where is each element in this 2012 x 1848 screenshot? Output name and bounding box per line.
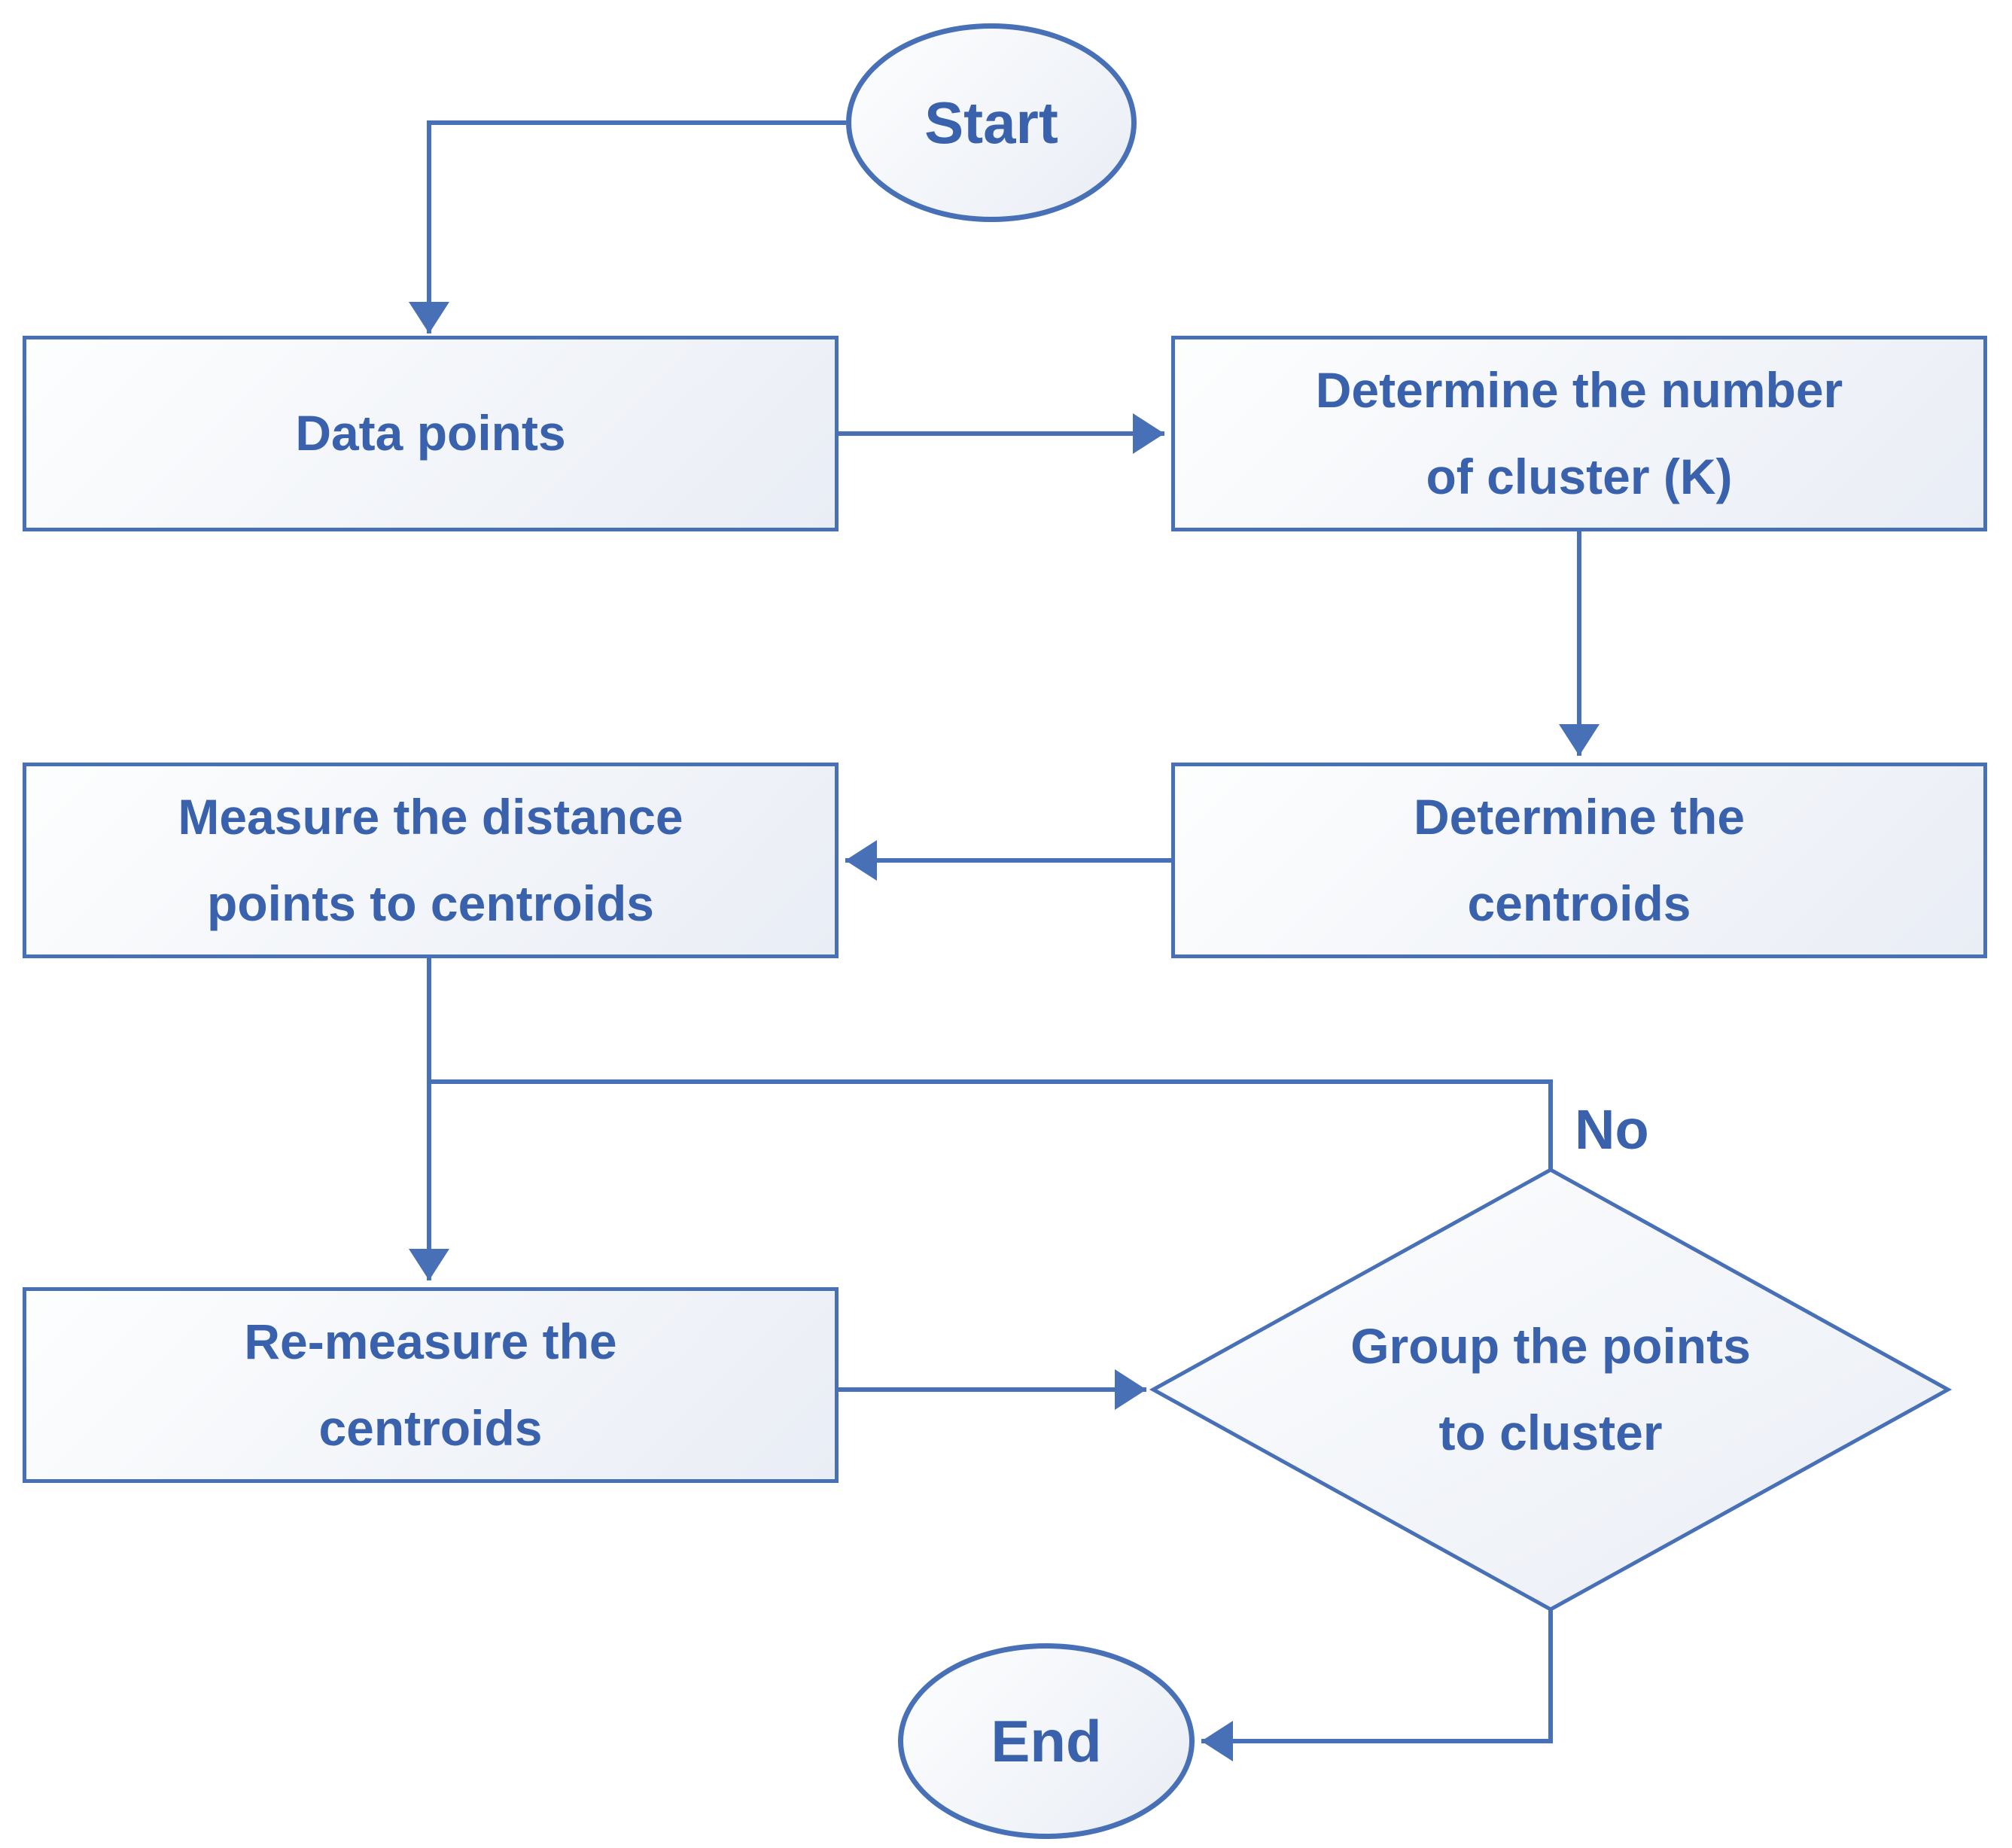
node-data-points: Data points [23,336,839,531]
edge-label-no: No [1575,1098,1649,1161]
node-determine-number-of-cluster: Determine the number of cluster (K) [1171,336,1987,531]
edge-no-loop-group-points-to-re-measure [427,1079,1553,1170]
decision-diamond-shape [1149,1168,1953,1612]
node-start: Start [846,23,1137,222]
node-determine-centroids: Determine the centroids [1171,763,1987,958]
edge-start-to-data-points [409,120,846,333]
edge-group-points-to-end [1201,1609,1553,1761]
node-end: End [898,1643,1195,1839]
node-re-measure-centroids: Re-measure the centroids [23,1287,839,1483]
node-group-points-to-cluster: Group the points to cluster [1350,1317,1751,1461]
node-measure-distance: Measure the distance points to centroids [23,763,839,958]
